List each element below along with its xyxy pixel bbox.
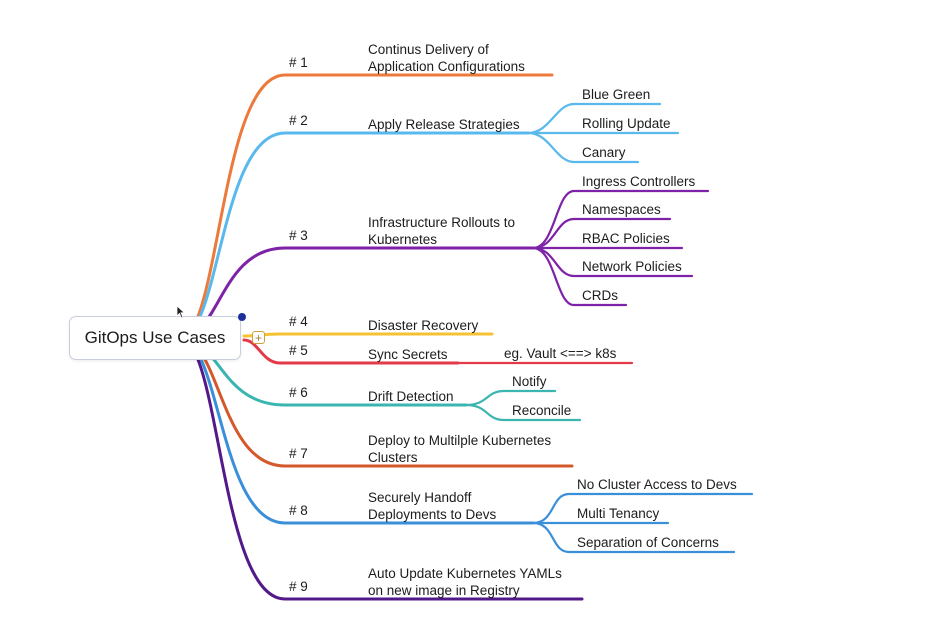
branch-number-3[interactable]: # 3: [289, 228, 308, 243]
subtopic-2-1[interactable]: Blue Green: [582, 87, 651, 102]
subtopic-6-1[interactable]: Notify: [512, 374, 547, 389]
subtopic-8-1[interactable]: No Cluster Access to Devs: [577, 477, 737, 492]
subtopic-6-2[interactable]: Reconcile: [512, 403, 572, 418]
branch-connector-1: [178, 73, 554, 340]
subtopic-connector-6-2: [464, 403, 582, 422]
branch-topic-8[interactable]: Securely Handoff: [368, 490, 472, 505]
branch-topic-8[interactable]: Deployments to Devs: [368, 507, 497, 522]
branch-topic-9[interactable]: Auto Update Kubernetes YAMLs: [368, 566, 562, 581]
branch-number-7[interactable]: # 7: [289, 446, 308, 461]
central-topic-label: GitOps Use Cases: [84, 328, 226, 347]
branch-topic-2[interactable]: Apply Release Strategies: [368, 117, 520, 132]
subtopic-connector-3-5: [531, 246, 628, 307]
branch-number-2[interactable]: # 2: [289, 113, 308, 128]
branch-topic-3[interactable]: Kubernetes: [368, 232, 438, 247]
branch-topic-7[interactable]: Clusters: [368, 450, 418, 465]
branch-connector-4: [242, 332, 494, 338]
subtopic-connector-8-3: [531, 521, 736, 554]
branch-number-6[interactable]: # 6: [289, 385, 308, 400]
subtopic-2-3[interactable]: Canary: [582, 145, 626, 160]
drag-handle[interactable]: [238, 313, 246, 321]
branch-topic-5[interactable]: Sync Secrets: [368, 347, 448, 362]
branch-number-4[interactable]: # 4: [289, 314, 308, 329]
subtopic-8-3[interactable]: Separation of Concerns: [577, 535, 719, 550]
subtopic-3-1[interactable]: Ingress Controllers: [582, 174, 696, 189]
branch-topic-6[interactable]: Drift Detection: [368, 389, 454, 404]
branch-topic-3[interactable]: Infrastructure Rollouts to: [368, 215, 516, 230]
subtopic-connector-2-3: [526, 131, 640, 164]
branch-connector-5: [242, 338, 460, 365]
branch-number-5[interactable]: # 5: [289, 343, 308, 358]
branch-connector-8: [178, 336, 535, 525]
subtopic-connector-3-1: [531, 189, 710, 250]
branch-number-1[interactable]: # 1: [289, 55, 308, 70]
subtopic-3-4[interactable]: Network Policies: [582, 259, 682, 274]
subtopic-3-2[interactable]: Namespaces: [582, 202, 661, 217]
central-topic[interactable]: GitOps Use Cases: [69, 316, 241, 360]
branch-topic-9[interactable]: on new image in Registry: [368, 583, 520, 598]
branch-number-9[interactable]: # 9: [289, 579, 308, 594]
subtopic-3-5[interactable]: CRDs: [582, 288, 618, 303]
subtopic-3-3[interactable]: RBAC Policies: [582, 231, 670, 246]
branch-number-8[interactable]: # 8: [289, 503, 308, 518]
mouse-cursor-icon: [176, 305, 186, 319]
subtopic-8-2[interactable]: Multi Tenancy: [577, 506, 660, 521]
branch-topic-1[interactable]: Application Configurations: [368, 59, 525, 74]
branch-topic-7[interactable]: Deploy to Multilple Kubernetes: [368, 433, 552, 448]
expand-collapse-button[interactable]: +: [252, 331, 265, 344]
subtopic-2-2[interactable]: Rolling Update: [582, 116, 671, 131]
branch-topic-1[interactable]: Continus Delivery of: [368, 42, 489, 57]
plus-icon: +: [254, 330, 262, 345]
subtopic-5-1[interactable]: eg. Vault <==> k8s: [504, 346, 617, 361]
branch-topic-4[interactable]: Disaster Recovery: [368, 318, 479, 333]
